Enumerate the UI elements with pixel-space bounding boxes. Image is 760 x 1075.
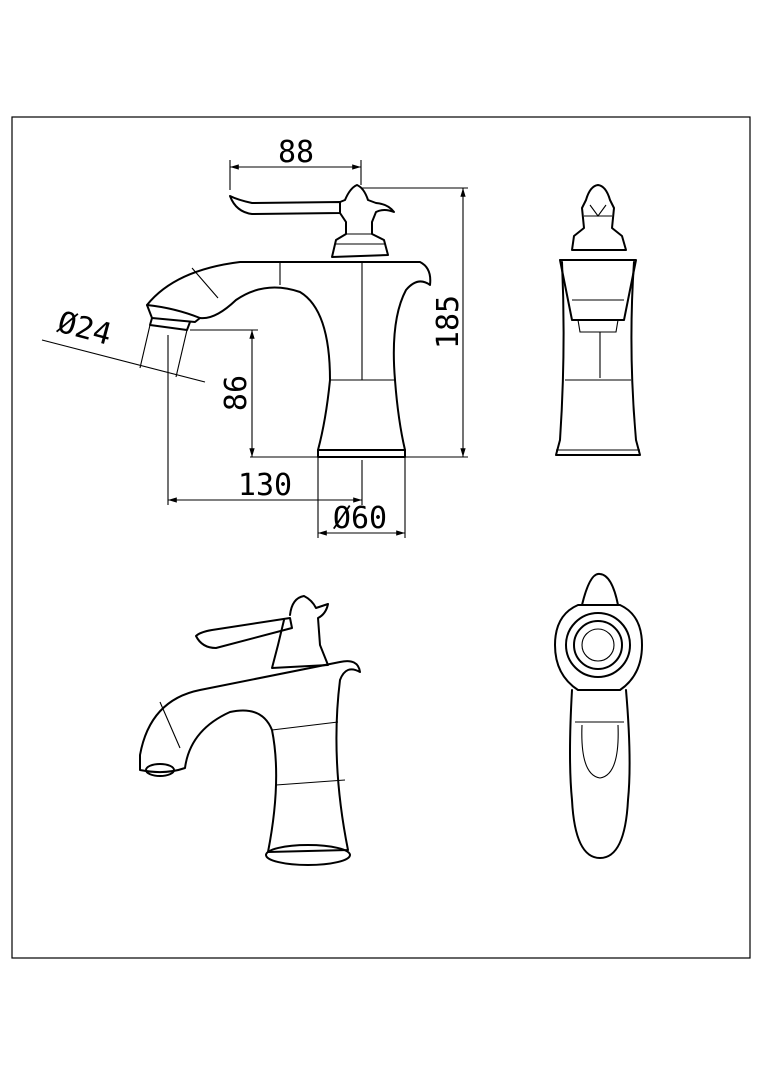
dim-base-diameter: Ø60: [333, 501, 387, 536]
drawing-frame: [11, 116, 751, 959]
dim-spout-reach: 130: [238, 468, 292, 503]
top-plan-view: [554, 572, 643, 859]
dim-handle-reach: 88: [278, 135, 314, 170]
side-elevation-view: [146, 184, 432, 458]
dimension-lines: [41, 160, 468, 538]
dim-spout-height: 86: [219, 375, 254, 411]
front-elevation-view: [555, 184, 641, 456]
perspective-view: [139, 595, 361, 866]
dim-total-height: 185: [431, 295, 466, 349]
